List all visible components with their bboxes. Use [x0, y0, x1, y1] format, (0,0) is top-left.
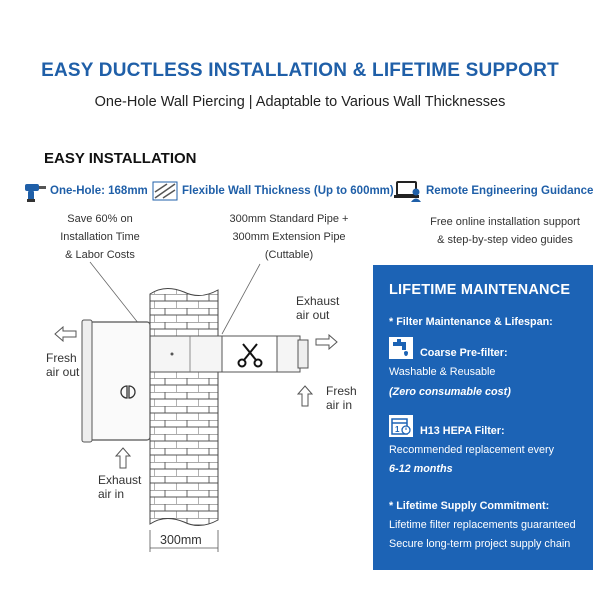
- page-subtitle: One-Hole Wall Piercing | Adaptable to Va…: [94, 94, 506, 110]
- faucet-icon: [389, 337, 413, 364]
- hepa-title: H13 HEPA Filter:: [420, 425, 505, 437]
- installation-title: EASY INSTALLATION: [44, 150, 197, 167]
- arrow-right-icon: [314, 333, 338, 355]
- support-note: Free online installation support & step-…: [430, 216, 580, 246]
- supply-heading: * Lifetime Supply Commitment:: [389, 500, 550, 512]
- drill-icon: [22, 178, 48, 209]
- unit-dial-icon: [120, 385, 136, 404]
- coarse-title: Coarse Pre-filter:: [420, 347, 508, 359]
- calendar-icon: 1: [389, 415, 413, 442]
- hepa-line-1: Recommended replacement every: [389, 444, 555, 456]
- supply-line-2: Secure long-term project supply chain: [389, 538, 571, 550]
- page-title: EASY DUCTLESS INSTALLATION & LIFETIME SU…: [41, 60, 559, 81]
- filter-heading: * Filter Maintenance & Lifespan:: [389, 316, 553, 328]
- wall-width-label: 300mm: [160, 533, 202, 547]
- feature-wall-thickness: Flexible Wall Thickness (Up to 600mm): [182, 185, 394, 197]
- laptop-engineer-icon: [393, 179, 423, 208]
- arrow-up-icon: [114, 447, 132, 474]
- feature-remote-guidance: Remote Engineering Guidance: [426, 185, 594, 197]
- scissors-icon: [237, 342, 263, 373]
- feature-one-hole: One-Hole: 168mm: [50, 185, 148, 197]
- savings-note: Save 60% on Installation Time & Labor Co…: [60, 213, 140, 261]
- hepa-line-2: 6-12 months: [389, 463, 453, 475]
- wall-thickness-icon: [152, 180, 178, 207]
- maintenance-title: LIFETIME MAINTENANCE: [389, 282, 571, 298]
- arrow-left-icon: [54, 325, 78, 347]
- svg-text:1: 1: [395, 425, 400, 434]
- pipe-note: 300mm Standard Pipe + 300mm Extension Pi…: [229, 213, 349, 261]
- arrow-up-icon: [296, 385, 314, 412]
- supply-line-1: Lifetime filter replacements guaranteed: [389, 519, 576, 531]
- coarse-line-1: Washable & Reusable: [389, 366, 496, 378]
- maintenance-panel: LIFETIME MAINTENANCE * Filter Maintenanc…: [373, 265, 593, 570]
- coarse-line-2: (Zero consumable cost): [389, 386, 511, 398]
